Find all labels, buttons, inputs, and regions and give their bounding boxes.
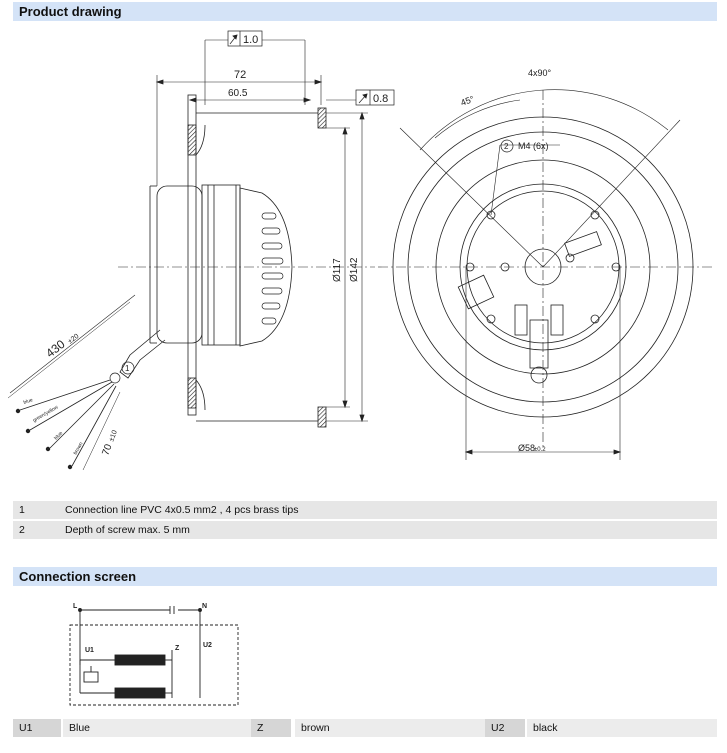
terminal-label-u1: U1 [85, 647, 94, 654]
note-row: 1 Connection line PVC 4x0.5 mm2 , 4 pcs … [13, 501, 717, 519]
wiring-diagram: L N U1 U2 Z [69, 603, 239, 706]
connection-screen-title: Connection screen [19, 569, 137, 584]
wire-key-cell: U2 [485, 719, 525, 737]
runout-right-label: 0.8 [373, 93, 388, 105]
bolt-circle-tol: ±0.2 [534, 447, 546, 453]
product-drawing: 1.0 0.8 72 60.5 Ø117 Ø142 430 ±20 70 ±10… [7, 30, 712, 471]
dia-142-label: Ø142 [349, 257, 360, 282]
terminal-label-u2: U2 [203, 642, 212, 649]
lead-callout-circle [121, 361, 135, 375]
notes-table: 1 Connection line PVC 4x0.5 mm2 , 4 pcs … [13, 501, 717, 541]
angle-pitch-label: 4x90° [528, 68, 552, 78]
product-drawing-header: Product drawing [13, 2, 717, 21]
terminal-label-z: Z [175, 645, 180, 652]
connection-screen-header: Connection screen [13, 567, 717, 586]
inlet-depth-label: 60.5 [228, 88, 248, 99]
dia-117-label: Ø117 [332, 258, 343, 282]
screw-thread-label: M4 (6x) [518, 141, 549, 151]
wire-value-cell: brown [295, 719, 485, 737]
cable-length-tips-tol: ±10 [108, 429, 119, 442]
wire-key-cell: Z [251, 719, 291, 737]
angle-offset-label: 45° [459, 94, 476, 108]
overall-width-label: 72 [234, 69, 246, 81]
note-number: 2 [19, 524, 25, 536]
screw-callout-circle [500, 139, 514, 153]
wire-key-cell: U1 [13, 719, 61, 737]
bolt-circle-label: Ø58 [518, 443, 535, 453]
wire-value-cell: black [527, 719, 717, 737]
wire-label-1: blue [23, 397, 34, 406]
lead-callout-number: 1 [125, 364, 130, 373]
note-text: Depth of screw max. 5 mm [65, 524, 190, 536]
wire-value: brown [301, 722, 330, 734]
wire-value-cell: Blue [63, 719, 263, 737]
wire-label-4: brown [73, 441, 85, 456]
front-view [378, 89, 712, 460]
wire-color-table: U1 Blue Z brown U2 black [13, 719, 717, 737]
wire-key: Z [257, 722, 264, 734]
side-view [7, 30, 395, 471]
line-label-n: N [202, 603, 207, 610]
wire-key: U2 [491, 722, 505, 734]
runout-top-label: 1.0 [243, 34, 258, 46]
note-number: 1 [19, 504, 25, 516]
line-label-l: L [73, 603, 78, 610]
wire-value: Blue [69, 722, 91, 734]
screw-callout-number: 2 [504, 142, 509, 151]
product-drawing-title: Product drawing [19, 4, 122, 19]
wire-value: black [533, 722, 558, 734]
cable-length-main-tol: ±20 [67, 333, 81, 346]
wire-key: U1 [19, 722, 33, 734]
cable-length-tips-label: 70 [100, 442, 114, 457]
cable-length-main-label: 430 [43, 337, 68, 361]
note-text: Connection line PVC 4x0.5 mm2 , 4 pcs br… [65, 504, 299, 516]
note-row: 2 Depth of screw max. 5 mm [13, 521, 717, 539]
wire-label-3: blue [53, 430, 64, 441]
